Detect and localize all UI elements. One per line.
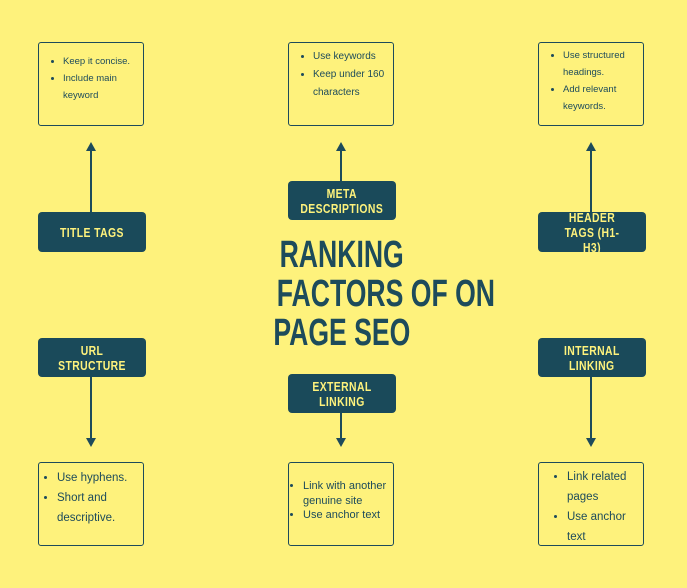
- internal-linking-label: INTERNAL LINKING: [538, 338, 646, 377]
- point: Use anchor text: [567, 507, 643, 547]
- arrow-line: [90, 377, 92, 439]
- meta-descriptions-label: META DESCRIPTIONS: [288, 181, 396, 220]
- point: Keep under 160 characters: [313, 66, 393, 102]
- url-structure-label: URL STRUCTURE: [38, 338, 146, 377]
- point: Use hyphens.: [57, 468, 143, 488]
- url-structure-box: Use hyphens.Short and descriptive.: [38, 462, 144, 546]
- external-linking-label: EXTERNAL LINKING: [288, 374, 396, 413]
- arrow-line: [590, 377, 592, 439]
- point: Use structured headings.: [563, 47, 643, 81]
- title-tags-box: Keep it concise.Include main keyword: [38, 42, 144, 126]
- header-tags-box: Use structured headings.Add relevant key…: [538, 42, 644, 126]
- arrow-up-icon: [336, 142, 346, 151]
- point: Short and descriptive.: [57, 488, 143, 528]
- arrow-down-icon: [336, 438, 346, 447]
- arrow-down-icon: [586, 438, 596, 447]
- arrow-line: [340, 413, 342, 439]
- arrow-line: [340, 150, 342, 181]
- external-linking-box: Link with another genuine siteUse anchor…: [288, 462, 394, 546]
- arrow-down-icon: [86, 438, 96, 447]
- internal-linking-box: Link related pagesUse anchor text: [538, 462, 644, 546]
- main-title: RANKING FACTORS OF ON PAGE SEO: [273, 234, 496, 354]
- point: Use keywords: [313, 48, 393, 66]
- arrow-up-icon: [586, 142, 596, 151]
- point: Add relevant keywords.: [563, 81, 643, 115]
- meta-descriptions-box: Use keywordsKeep under 160 characters: [288, 42, 394, 126]
- arrow-line: [590, 150, 592, 212]
- arrow-line: [90, 150, 92, 212]
- point: Link with another genuine site: [303, 479, 393, 508]
- point: Keep it concise.: [63, 53, 143, 70]
- header-tags-label: HEADER TAGS (H1-H3): [538, 210, 646, 255]
- point: Link related pages: [567, 467, 643, 507]
- point: Use anchor text: [303, 508, 393, 523]
- point: Include main keyword: [63, 70, 143, 104]
- title-tags-label: TITLE TAGS: [38, 212, 146, 252]
- arrow-up-icon: [86, 142, 96, 151]
